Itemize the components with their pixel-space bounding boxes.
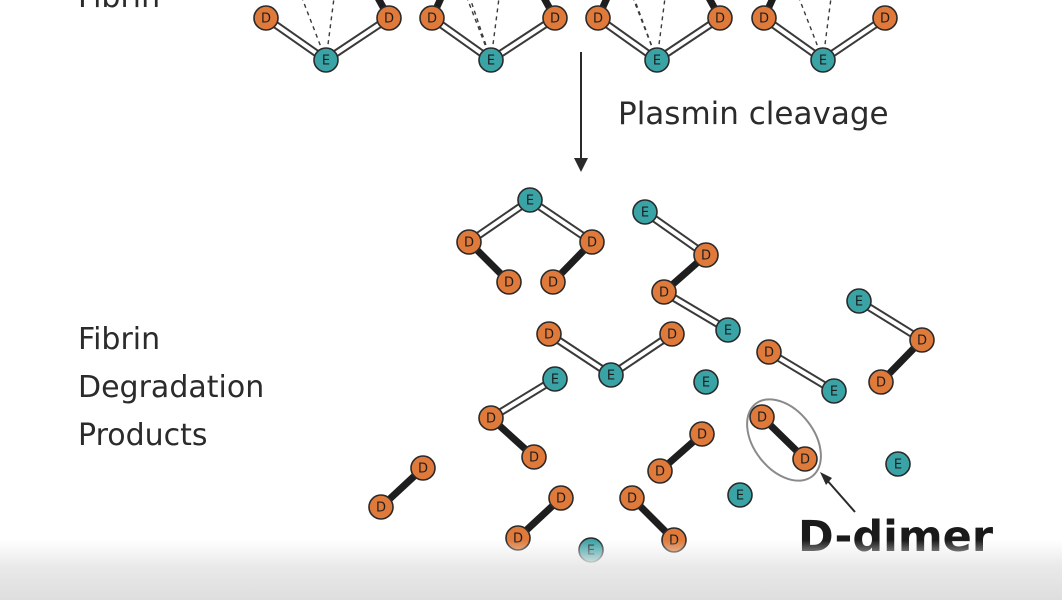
d-domain-node: D — [659, 321, 685, 347]
cleavage-arrow — [574, 52, 588, 172]
svg-text:D: D — [759, 12, 769, 27]
d-domain-node: D — [707, 5, 733, 31]
fibrin-degradation-products-label: Fibrin Degradation Products — [78, 316, 264, 460]
d-domain-node: D — [456, 229, 482, 255]
svg-text:E: E — [607, 369, 615, 384]
d-domain-node: D — [540, 269, 566, 295]
d-domain-node: D — [909, 327, 935, 353]
d-domain-node: D — [872, 5, 898, 31]
e-domain-node: E — [885, 451, 911, 477]
e-domain-node: E — [644, 47, 670, 73]
e-domain-node: E — [478, 47, 504, 73]
svg-text:E: E — [641, 206, 649, 221]
svg-text:E: E — [526, 194, 534, 209]
d-domain-node: D — [693, 242, 719, 268]
d-domain-node: D — [792, 446, 818, 472]
svg-text:D: D — [627, 492, 637, 507]
svg-text:D: D — [384, 12, 394, 27]
plasmin-cleavage-label: Plasmin cleavage — [618, 96, 889, 132]
e-domain-node: E — [517, 187, 543, 213]
svg-text:E: E — [551, 373, 559, 388]
svg-text:D: D — [764, 346, 774, 361]
e-domain-node: E — [846, 288, 872, 314]
svg-text:D: D — [427, 12, 437, 27]
fibrin-label: Fibrin — [78, 0, 160, 14]
svg-text:D: D — [659, 286, 669, 301]
products-line-2: Degradation — [78, 370, 265, 405]
svg-text:E: E — [736, 489, 744, 504]
d-domain-node: D — [536, 321, 562, 347]
svg-text:D: D — [655, 465, 665, 480]
e-domain-node: E — [715, 317, 741, 343]
d-domain-node: D — [619, 485, 645, 511]
svg-text:E: E — [830, 385, 838, 400]
svg-text:E: E — [855, 295, 863, 310]
d-domain-node: D — [751, 5, 777, 31]
d-dimer-highlight — [746, 398, 856, 513]
d-domain-node: D — [253, 5, 279, 31]
e-domain-node: E — [727, 482, 753, 508]
svg-text:E: E — [322, 54, 330, 69]
nodes-layer: DEDDEDDEDDEDDEDDDEDDEDEDEDDDEEDDEEEEDDDD… — [253, 5, 935, 563]
svg-text:D: D — [667, 328, 677, 343]
e-domain-node: E — [313, 47, 339, 73]
svg-text:D: D — [464, 236, 474, 251]
svg-text:D: D — [587, 236, 597, 251]
e-domain-node: E — [542, 366, 568, 392]
d-domain-node: D — [376, 5, 402, 31]
svg-text:D: D — [418, 462, 428, 477]
svg-text:D: D — [513, 532, 523, 547]
svg-text:E: E — [724, 324, 732, 339]
products-line-1: Fibrin — [78, 322, 161, 357]
svg-text:D: D — [757, 411, 767, 426]
svg-text:D: D — [876, 376, 886, 391]
d-domain-node: D — [756, 339, 782, 365]
svg-text:D: D — [800, 453, 810, 468]
d-domain-node: D — [496, 269, 522, 295]
bonds-layer — [262, 0, 926, 544]
d-domain-node: D — [651, 279, 677, 305]
products-line-3: Products — [78, 418, 208, 453]
e-domain-node: E — [598, 362, 624, 388]
svg-text:E: E — [819, 54, 827, 69]
d-domain-node: D — [419, 5, 445, 31]
svg-text:D: D — [715, 12, 725, 27]
e-domain-node: E — [632, 199, 658, 225]
svg-text:D: D — [261, 12, 271, 27]
svg-text:D: D — [550, 12, 560, 27]
d-domain-node: D — [542, 5, 568, 31]
svg-text:D: D — [880, 12, 890, 27]
e-domain-node: E — [810, 47, 836, 73]
d-domain-node: D — [548, 485, 574, 511]
d-domain-node: D — [585, 5, 611, 31]
e-domain-node: E — [693, 369, 719, 395]
d-domain-node: D — [410, 455, 436, 481]
e-domain-node: E — [821, 378, 847, 404]
svg-text:D: D — [504, 276, 514, 291]
d-domain-node: D — [868, 369, 894, 395]
svg-text:E: E — [487, 54, 495, 69]
svg-text:D: D — [548, 276, 558, 291]
d-domain-node: D — [521, 444, 547, 470]
d-domain-node: D — [689, 421, 715, 447]
d-domain-node: D — [647, 458, 673, 484]
d-domain-node: D — [368, 494, 394, 520]
svg-text:D: D — [917, 334, 927, 349]
svg-text:D: D — [529, 451, 539, 466]
d-domain-node: D — [478, 405, 504, 431]
svg-text:E: E — [653, 54, 661, 69]
svg-text:D: D — [593, 12, 603, 27]
svg-text:D: D — [701, 249, 711, 264]
d-domain-node: D — [749, 404, 775, 430]
svg-text:E: E — [702, 376, 710, 391]
svg-text:E: E — [894, 458, 902, 473]
svg-text:D: D — [544, 328, 554, 343]
svg-text:D: D — [697, 428, 707, 443]
svg-text:D: D — [376, 501, 386, 516]
d-domain-node: D — [579, 229, 605, 255]
bottom-shadow — [0, 540, 1062, 600]
svg-text:D: D — [486, 412, 496, 427]
svg-text:D: D — [556, 492, 566, 507]
